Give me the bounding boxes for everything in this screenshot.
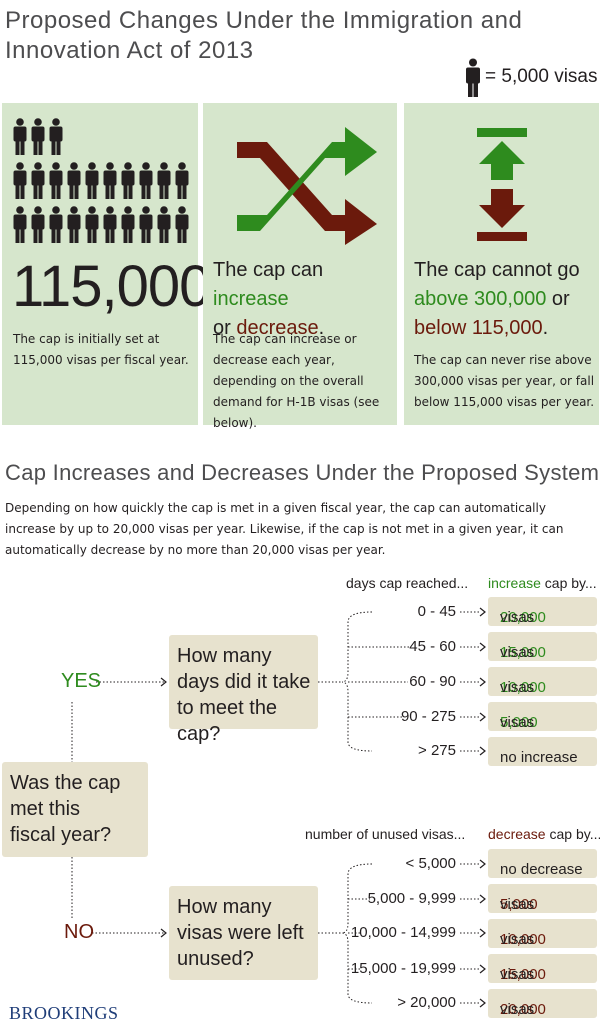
person-icon <box>13 162 27 199</box>
intro-text: Depending on how quickly the cap is met … <box>5 501 564 557</box>
person-icon <box>139 162 153 199</box>
no-label: NO <box>64 921 94 943</box>
person-icon <box>85 206 99 243</box>
question-cap-met: Was the cap met this fiscal year? <box>2 762 148 857</box>
up-down-limit-icon <box>477 128 527 241</box>
no-bracket <box>341 863 373 1004</box>
no-result-1: no decrease <box>488 849 597 878</box>
decrease-word: decrease <box>236 317 319 339</box>
arrow-yes <box>160 677 167 687</box>
person-icon <box>49 118 63 155</box>
no-result-5: 20,000 visas <box>488 989 597 1018</box>
person-icon <box>157 206 171 243</box>
yes-result-head: increase cap by... <box>488 575 597 591</box>
no-range-5: > 20,000 <box>397 994 456 1011</box>
increase-word: increase <box>213 288 289 310</box>
section-title: Cap Increases and Decreases Under the Pr… <box>5 460 600 485</box>
above-limit: above 300,000 <box>414 288 547 310</box>
yes-result-4: 5,000 visas <box>488 702 597 731</box>
shuffle-arrows-icon <box>237 127 377 245</box>
below-limit: below 115,000 <box>414 317 543 339</box>
person-icon <box>67 162 81 199</box>
person-icon <box>13 118 27 155</box>
person-icon <box>175 162 189 199</box>
title-line-1: Proposed Changes Under the Immigration a… <box>5 7 523 34</box>
person-icon <box>31 206 45 243</box>
yes-result-5: no increase <box>488 737 597 766</box>
people-icon-grid <box>13 118 189 243</box>
person-icon <box>31 162 45 199</box>
no-range-2: 5,000 - 9,999 <box>367 890 456 907</box>
yes-range-1: 0 - 45 <box>417 603 456 620</box>
panel-cap-limits: The cap cannot go above 300,000 or below… <box>404 103 599 425</box>
person-icon <box>175 206 189 243</box>
title-line-2: Innovation Act of 2013 <box>5 37 254 64</box>
change-heading: The cap can increase or decrease. <box>213 259 325 339</box>
yes-range-5: > 275 <box>418 742 456 759</box>
person-icon <box>121 162 135 199</box>
no-result-head: decrease cap by... <box>488 826 600 842</box>
person-icon <box>13 206 27 243</box>
no-range-4: 15,000 - 19,999 <box>350 960 456 977</box>
change-text: The cap can increase or decrease each ye… <box>213 332 380 430</box>
yes-range-4: 90 - 275 <box>400 708 456 725</box>
brookings-logo: BROOKINGS <box>9 1003 119 1023</box>
no-range-3: 10,000 - 14,999 <box>350 924 456 941</box>
person-icon <box>85 162 99 199</box>
yes-result-2: 15,000 visas <box>488 632 597 661</box>
person-icon <box>466 58 480 97</box>
question-days: How many days did it take to meet the ca… <box>169 635 318 745</box>
initial-cap-number: 115,000 <box>12 254 211 319</box>
person-icon <box>49 162 63 199</box>
person-icon <box>67 206 81 243</box>
person-icon <box>157 162 171 199</box>
page-title: Proposed Changes Under the Immigration a… <box>5 6 565 66</box>
limits-text: The cap can never rise above 300,000 vis… <box>414 353 595 409</box>
yes-bracket <box>341 611 373 752</box>
no-result-3: 10,000 visas <box>488 919 597 948</box>
panel-initial-cap: 115,000 The cap is initially set at 115,… <box>2 103 211 425</box>
limits-heading: The cap cannot go above 300,000 or below… <box>414 259 580 339</box>
yes-column-head: days cap reached... <box>346 575 469 591</box>
panel-cap-change: The cap can increase or decrease. The ca… <box>203 103 397 430</box>
no-range-1: < 5,000 <box>405 855 456 872</box>
person-icon <box>121 206 135 243</box>
arrow-no <box>160 928 167 938</box>
yes-result-3: 10,000 visas <box>488 667 597 696</box>
yes-result-1: 20,000 visas <box>488 597 597 626</box>
person-icon <box>103 206 117 243</box>
yes-range-2: 45 - 60 <box>409 638 456 655</box>
legend-text: = 5,000 visas <box>485 66 598 87</box>
question-unused: How many visas were left unused? <box>169 886 318 980</box>
legend: = 5,000 visas <box>463 58 600 98</box>
person-icon <box>49 206 63 243</box>
person-icon <box>139 206 153 243</box>
no-result-4: 15,000 visas <box>488 954 597 983</box>
yes-range-3: 60 - 90 <box>409 673 456 690</box>
no-column-head: number of unused visas... <box>305 826 466 842</box>
no-result-2: 5,000 visas <box>488 884 597 913</box>
person-icon <box>31 118 45 155</box>
person-icon <box>103 162 117 199</box>
yes-label: YES <box>61 670 102 692</box>
initial-cap-text: The cap is initially set at 115,000 visa… <box>13 332 189 367</box>
